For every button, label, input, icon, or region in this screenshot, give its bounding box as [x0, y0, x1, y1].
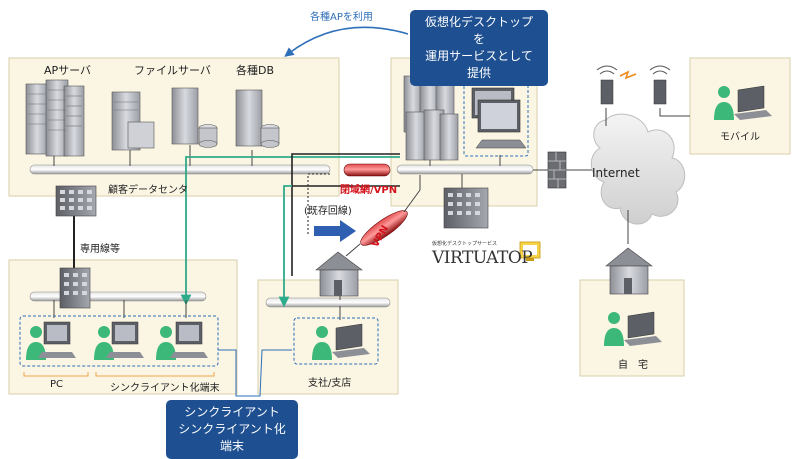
office-terminal-frame: [19, 315, 219, 367]
db-server-icon-1: [171, 87, 218, 148]
existing-line-dotted: [307, 173, 330, 236]
service-callout-line-1: 仮想化デスクトップを: [424, 15, 533, 46]
mobile-line: [659, 108, 690, 117]
thin-client-callout: シンクライアント シンクライアント化端末: [166, 400, 298, 459]
thin-client-callout-line-2: シンクライアント化端末: [178, 422, 286, 453]
office-user-pc-1: [26, 321, 76, 360]
db-server-icon-2: [235, 89, 280, 148]
mobile-antenna-icon-2: [649, 65, 671, 105]
office-user-thin-client-2: [156, 321, 208, 360]
service-lan: [396, 164, 534, 175]
mobile-antenna-icon-1: [596, 65, 618, 105]
office-access-line: [180, 156, 400, 306]
mobile-label: モバイル: [720, 132, 760, 143]
home-house-icon: [605, 247, 653, 295]
branch-access-line: [278, 185, 292, 308]
ap-server-icon: [25, 79, 85, 157]
thin-client-bracket: [95, 372, 215, 377]
branch-terminal-frame: [293, 317, 379, 365]
virtuatop-tagline: 仮想化デスクトップサービス: [432, 241, 498, 247]
mobile-user-laptop: [714, 85, 772, 120]
network-diagram: 仮想化デスクトップを 運用サービスとして提供 シンクライアント シンクライアント…: [8, 10, 791, 459]
closed-network-tube: [343, 163, 391, 177]
vpn-tube: [360, 210, 408, 246]
virtuatop-logo-text: VIRTUATOP: [432, 248, 533, 268]
office-lan: [29, 291, 207, 302]
virtuatop-building-icon: [443, 174, 489, 229]
closed-network-label: 閉域網/VPN: [340, 185, 398, 196]
branch-lan: [265, 297, 391, 308]
callout-leader: [218, 349, 292, 397]
home-label: 自 宅: [618, 360, 648, 371]
datacenter-drops: [53, 145, 253, 166]
existing-line-label: (既存回線): [304, 206, 352, 217]
virtual-desktop-monitor-icon: [471, 87, 527, 149]
thin-client-callout-line-1: シンクライアント: [184, 405, 280, 419]
existing-line-arrow: [314, 220, 356, 242]
branch-label: 支社/支店: [308, 378, 352, 389]
office-user-thin-client-1: [94, 321, 144, 360]
datacenter-lan: [29, 164, 331, 175]
home-user-laptop: [604, 311, 662, 346]
service-callout: 仮想化デスクトップを 運用サービスとして提供: [410, 10, 548, 86]
branch-user-laptop: [312, 323, 370, 360]
diagram-canvas: [8, 26, 791, 397]
internet-cloud-icon: [590, 113, 686, 225]
file-server-icon: [111, 91, 155, 151]
dedicated-line-label: 専用線等: [80, 244, 120, 255]
branch-house-icon: [315, 251, 363, 297]
ap-usage-label: 各種APを利用: [310, 12, 373, 23]
file-server-label: ファイルサーバ: [134, 64, 211, 77]
pc-label: PC: [50, 379, 64, 390]
firewall-icon: [547, 151, 567, 189]
datacenter-name-label: 顧客データセンタ: [108, 185, 188, 196]
wireless-signal-icon: [619, 70, 637, 80]
datacenter-building-icon: [55, 185, 97, 217]
branch-backbone-line: [291, 153, 400, 276]
virtuatop-logo-monitor-icon: [519, 241, 541, 261]
internet-label: Internet: [592, 166, 640, 180]
pc-bracket: [23, 372, 89, 377]
ap-server-label: APサーバ: [44, 64, 92, 77]
thin-client-terminal-label: シンクライアント化端末: [110, 383, 220, 394]
ap-usage-arrow: [284, 26, 409, 57]
office-building-icon: [59, 267, 91, 309]
db-label: 各種DB: [236, 64, 275, 77]
service-callout-line-2: 運用サービスとして提供: [425, 49, 533, 80]
